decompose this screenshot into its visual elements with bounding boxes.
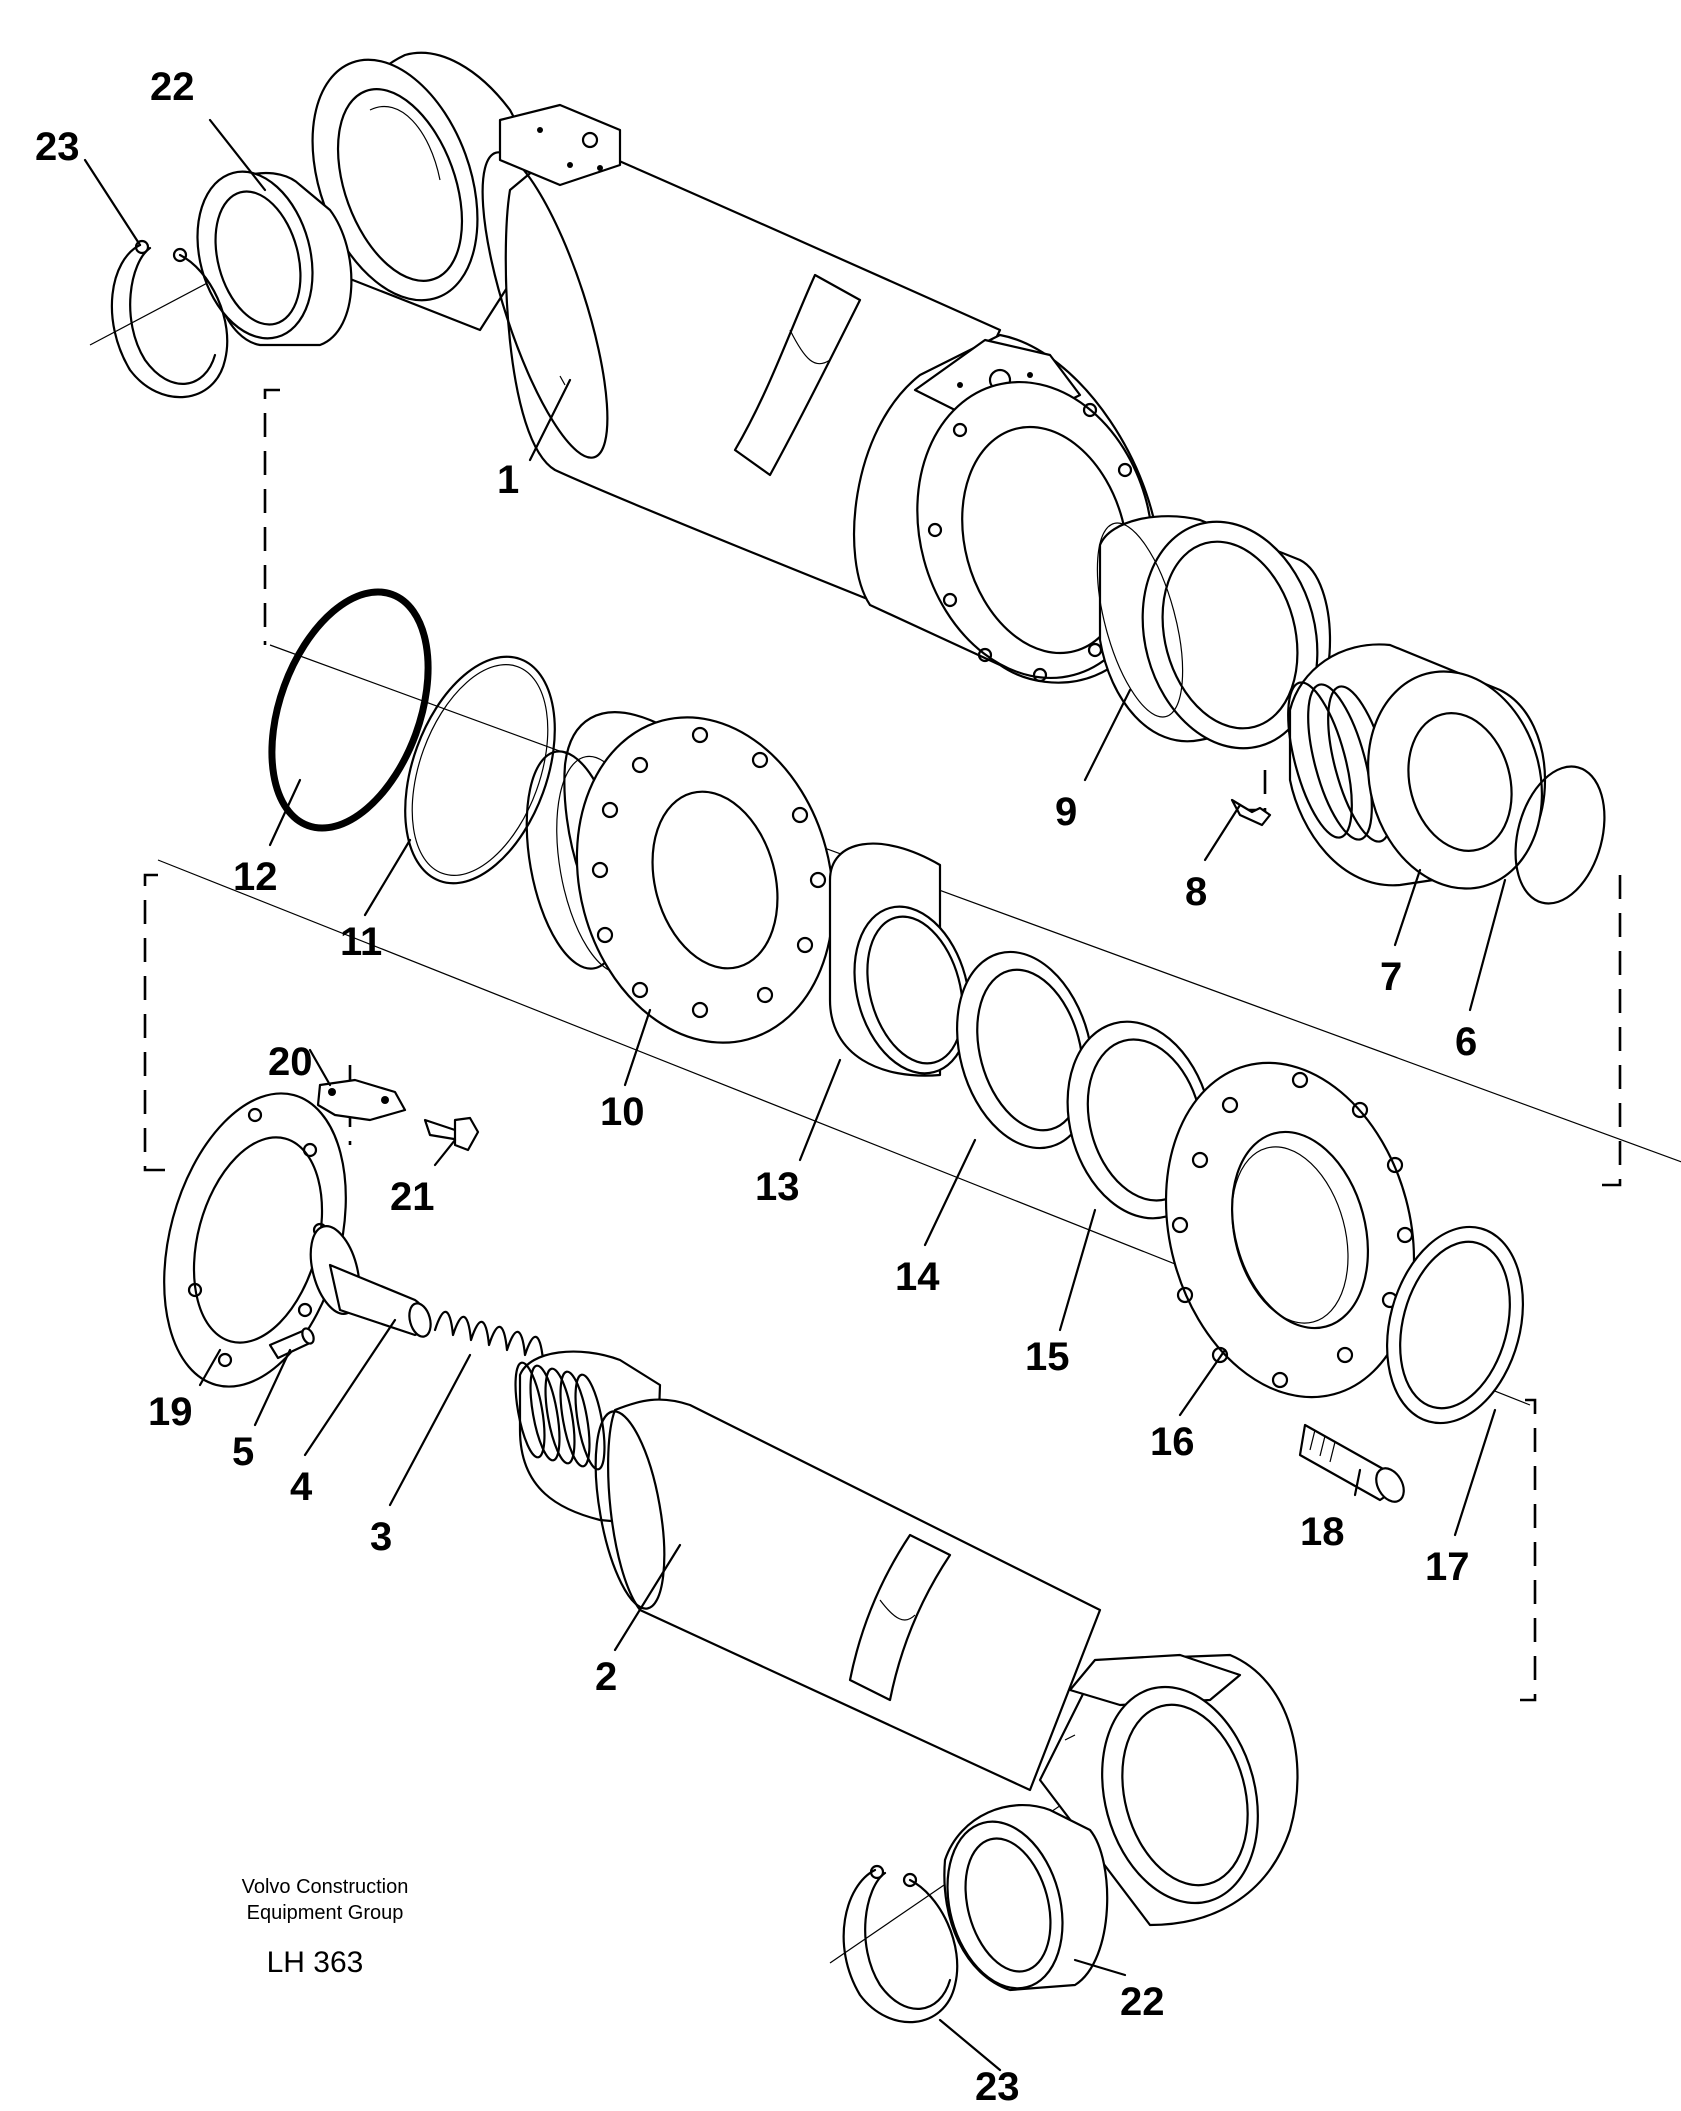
callout-7: 7 [1380,955,1402,999]
piston-rod [514,1350,1299,1927]
flange-16 [1164,1061,1416,1399]
callout-5: 5 [232,1430,254,1474]
callout-19: 19 [148,1390,193,1434]
valve-4 [309,1225,432,1338]
callout-15: 15 [1025,1335,1070,1379]
ring-17 [1385,1225,1525,1425]
bearing-22-bottom [943,1803,1109,1992]
bolt-21 [423,1116,480,1152]
callout-17: 17 [1425,1545,1470,1589]
callout-1: 1 [497,458,519,502]
cylinder-head [525,711,835,1044]
callout-14: 14 [895,1255,940,1299]
publisher-imprint: Volvo Construction Equipment Group LH 36… [242,1876,409,1979]
callout-23-top: 23 [35,125,80,169]
imprint-company-line-2: Equipment Group [247,1902,404,1924]
callout-13: 13 [755,1165,800,1209]
callout-12: 12 [233,855,278,899]
imprint-figure-code: LH 363 [267,1946,364,1979]
piston [1287,643,1547,890]
circlip-23-top [110,239,229,399]
callout-21: 21 [390,1175,435,1219]
leader-lines [83,118,1507,2072]
pin-5 [268,1327,315,1360]
callout-10: 10 [600,1090,645,1134]
callout-4: 4 [290,1465,313,1509]
callout-2: 2 [595,1655,617,1699]
imprint-company-line-1: Volvo Construction [242,1876,409,1898]
callout-16: 16 [1150,1420,1195,1464]
callout-11: 11 [340,920,382,964]
callout-20: 20 [268,1040,313,1084]
callout-3: 3 [370,1515,392,1559]
callout-23-bottom: 23 [975,2065,1020,2109]
callout-6: 6 [1455,1020,1477,1064]
bearing-22-top [196,170,353,347]
lock-tab-20 [316,1078,407,1122]
bushing-13 [828,842,971,1077]
guide-ring [1096,515,1331,750]
circlip-23-bottom [842,1864,959,2024]
set-screw-8 [1230,798,1272,827]
callout-labels: 1 2 3 4 5 6 7 8 9 10 11 12 13 14 15 16 1… [35,65,1477,2109]
snap-ring-6 [1514,765,1606,905]
lock-plate-19 [163,1092,347,1388]
callout-22-top: 22 [150,65,195,109]
cylinder-tube [311,51,1162,684]
o-ring-12 [268,588,432,832]
seal-14 [955,950,1095,1150]
cap-screw-18 [1298,1423,1405,1503]
callout-18: 18 [1300,1510,1345,1554]
callout-8: 8 [1185,870,1207,914]
callout-9: 9 [1055,790,1077,834]
backup-ring-11 [404,655,556,885]
spring-3 [433,1310,545,1362]
callout-22-bottom: 22 [1120,1980,1165,2024]
